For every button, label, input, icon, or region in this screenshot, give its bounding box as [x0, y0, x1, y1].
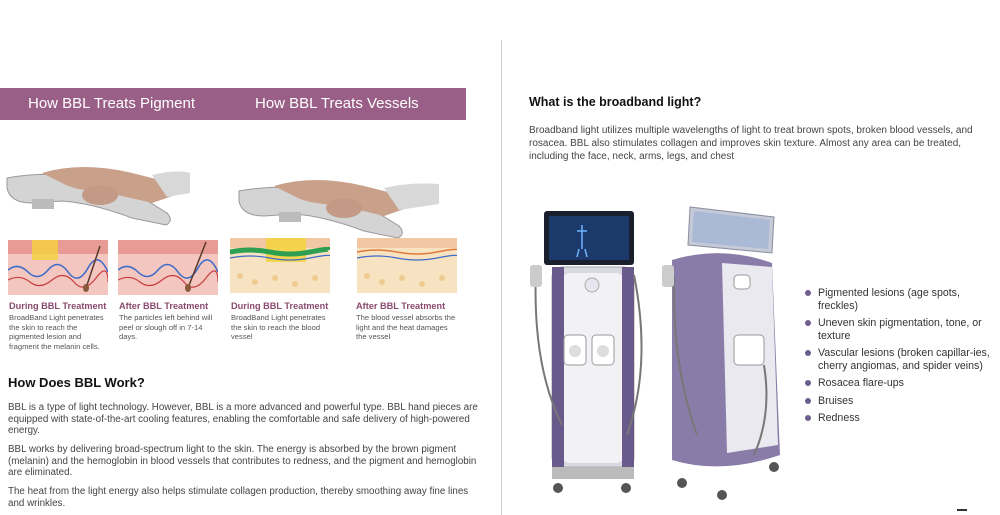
how-bbl-heading: How Does BBL Work? — [8, 375, 145, 390]
stage-title: During BBL Treatment — [231, 301, 329, 311]
corner-mark — [957, 509, 967, 511]
stage-description: The particles left behind will peel or s… — [119, 313, 213, 341]
how-paragraph: BBL is a type of light technology. Howev… — [8, 402, 478, 436]
bullet-icon — [805, 380, 811, 386]
bullet-icon — [805, 320, 811, 326]
what-is-bbl-intro: Broadband light utilizes multiple wavele… — [529, 125, 973, 162]
skin-during-vessel — [230, 238, 330, 293]
skin-after-pigment — [118, 240, 218, 295]
pigment-handpiece-illustration — [6, 167, 190, 226]
pigment-banner-title: How BBL Treats Pigment — [28, 95, 196, 112]
what-is-bbl-heading: What is the broadband light? — [529, 95, 702, 109]
bullet-icon — [805, 290, 811, 296]
list-item: Pigmented lesions (age spots, freckles) — [805, 287, 1000, 312]
stage-description: BroadBand Light penetrates the skin to r… — [231, 313, 326, 341]
treatment-banner: How BBL Treats Pigment How BBL Treats Ve… — [0, 88, 466, 120]
stage-description: The blood vessel absorbs the light and t… — [356, 313, 456, 341]
how-paragraph: BBL works by delivering broad-spectrum l… — [8, 444, 477, 478]
how-paragraph: The heat from the light energy also help… — [8, 486, 469, 509]
bullet-icon — [805, 350, 811, 356]
list-item: Uneven skin pigmentation, tone, or textu… — [805, 317, 1000, 342]
bbl-machine-illustration — [530, 206, 780, 500]
skin-after-vessel — [357, 238, 457, 293]
skin-during-pigment — [8, 240, 108, 295]
list-item: Rosacea flare-ups — [805, 377, 1000, 390]
condition-list: Pigmented lesions (age spots, freckles) … — [805, 287, 1000, 430]
list-item: Vascular lesions (broken capillar-ies, c… — [805, 347, 1000, 372]
stage-description: BroadBand Light penetrates the skin to r… — [9, 313, 104, 351]
vessels-handpiece-illustration — [238, 180, 439, 239]
bullet-icon — [805, 415, 811, 421]
bullet-icon — [805, 397, 811, 404]
column-divider — [501, 40, 502, 515]
vessels-banner-title: How BBL Treats Vessels — [255, 95, 419, 112]
stage-title: After BBL Treatment — [356, 301, 446, 311]
stage-title: During BBL Treatment — [9, 301, 107, 311]
list-item: Bruises — [805, 395, 1000, 408]
list-item: Redness — [805, 412, 1000, 425]
stage-title: After BBL Treatment — [119, 301, 209, 311]
